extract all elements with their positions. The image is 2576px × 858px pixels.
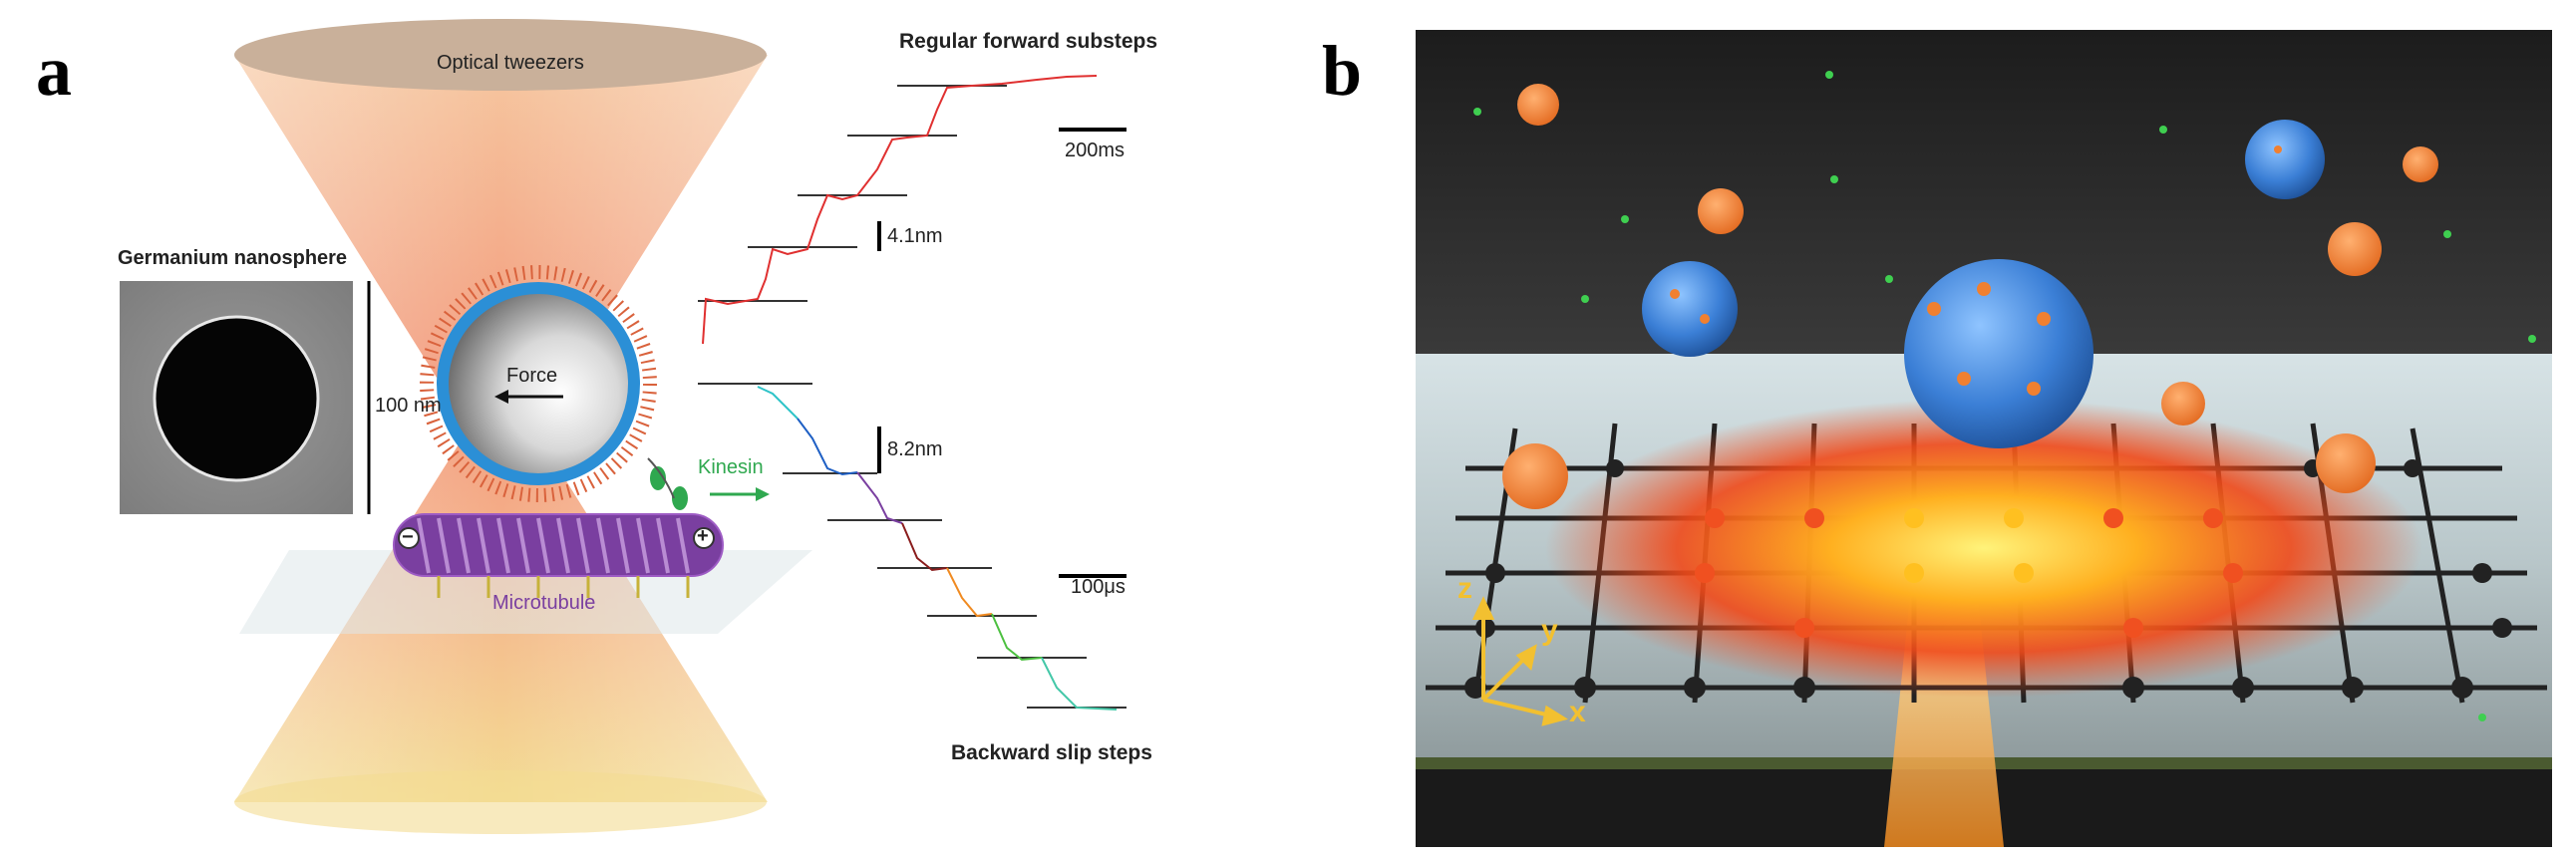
- axis-x-label: x: [1569, 696, 1586, 728]
- beam-top-ellipse: [234, 19, 767, 91]
- nanoparticles: [1502, 84, 2438, 509]
- scale-200ms-label: 200ms: [1065, 140, 1126, 161]
- panel-a-illustration: [120, 19, 1127, 834]
- lattice-atoms: [1464, 459, 2512, 699]
- heated-zone: [1545, 399, 2422, 698]
- force-label: Force: [506, 365, 558, 387]
- optical-tweezers-label: Optical tweezers: [437, 52, 584, 74]
- step-82nm-label: 8.2nm: [887, 438, 943, 460]
- panel-b-letter: b: [1322, 31, 1363, 111]
- backward-slip-title: Backward slip steps: [951, 741, 1152, 764]
- kinesin-label: Kinesin: [698, 456, 764, 478]
- kinesin-motor: [647, 457, 688, 510]
- backward-slip-trace: [698, 383, 1127, 711]
- nanosphere-title: Germanium nanosphere: [118, 247, 348, 269]
- scale-100us-label: 100μs: [1071, 576, 1126, 598]
- panel-a-letter: a: [36, 31, 72, 111]
- germanium-sphere: [420, 265, 657, 502]
- panel-a: a: [0, 0, 1286, 858]
- axis-y-label: y: [1541, 614, 1558, 647]
- forward-substeps-trace: [698, 75, 1127, 345]
- axis-indicator: [1471, 596, 1568, 726]
- step-41nm-label: 4.1nm: [887, 225, 943, 247]
- regular-substeps-title: Regular forward substeps: [899, 30, 1158, 53]
- microtubule-filament: [393, 513, 724, 598]
- scale-100nm-label: 100 nm: [375, 395, 442, 417]
- microtubule-label: Microtubule: [492, 592, 596, 614]
- plus-end-label: +: [697, 525, 709, 547]
- axis-z-label: z: [1457, 572, 1472, 605]
- panel-b: b: [1286, 0, 2576, 858]
- minus-end-label: −: [402, 526, 414, 548]
- panel-b-render: [1416, 30, 2552, 847]
